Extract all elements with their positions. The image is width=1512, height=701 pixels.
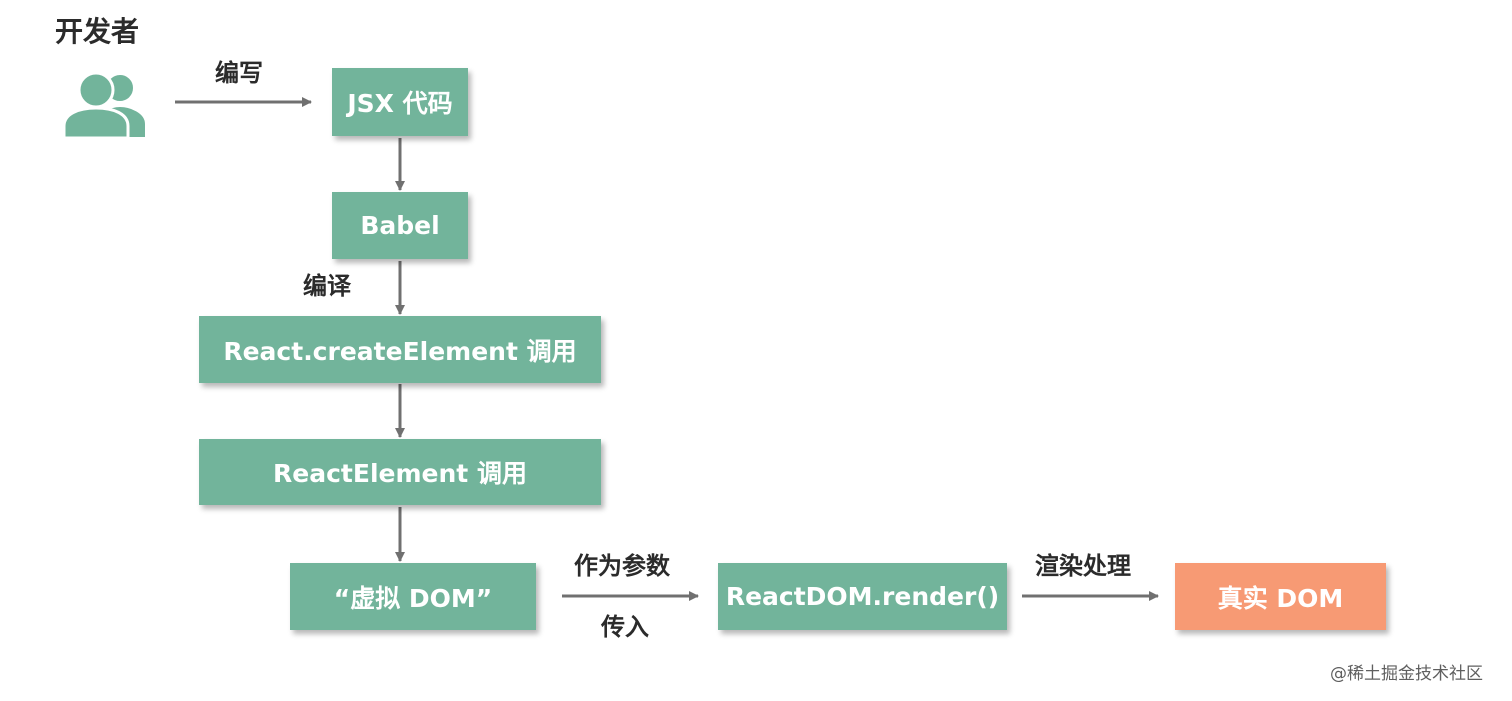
edge-label-render-process: 渲染处理 (1035, 552, 1131, 580)
edge-label-pass-as-param: 作为参数 (574, 552, 670, 580)
node-virtual-dom: “虚拟 DOM” (290, 563, 536, 630)
node-babel: Babel (332, 192, 468, 259)
edge-label-compile: 编译 (303, 272, 351, 300)
edge-label-write: 编写 (215, 59, 263, 87)
users-icon (62, 71, 147, 140)
edge-label-pass-in: 传入 (601, 613, 649, 641)
node-create-element: React.createElement 调用 (199, 316, 601, 383)
developer-label: 开发者 (55, 15, 140, 48)
node-jsx-code: JSX 代码 (332, 68, 468, 136)
node-react-dom-render: ReactDOM.render() (718, 563, 1007, 630)
node-real-dom: 真实 DOM (1175, 563, 1386, 630)
watermark: @稀土掘金技术社区 (1330, 664, 1483, 684)
node-react-element: ReactElement 调用 (199, 439, 601, 505)
